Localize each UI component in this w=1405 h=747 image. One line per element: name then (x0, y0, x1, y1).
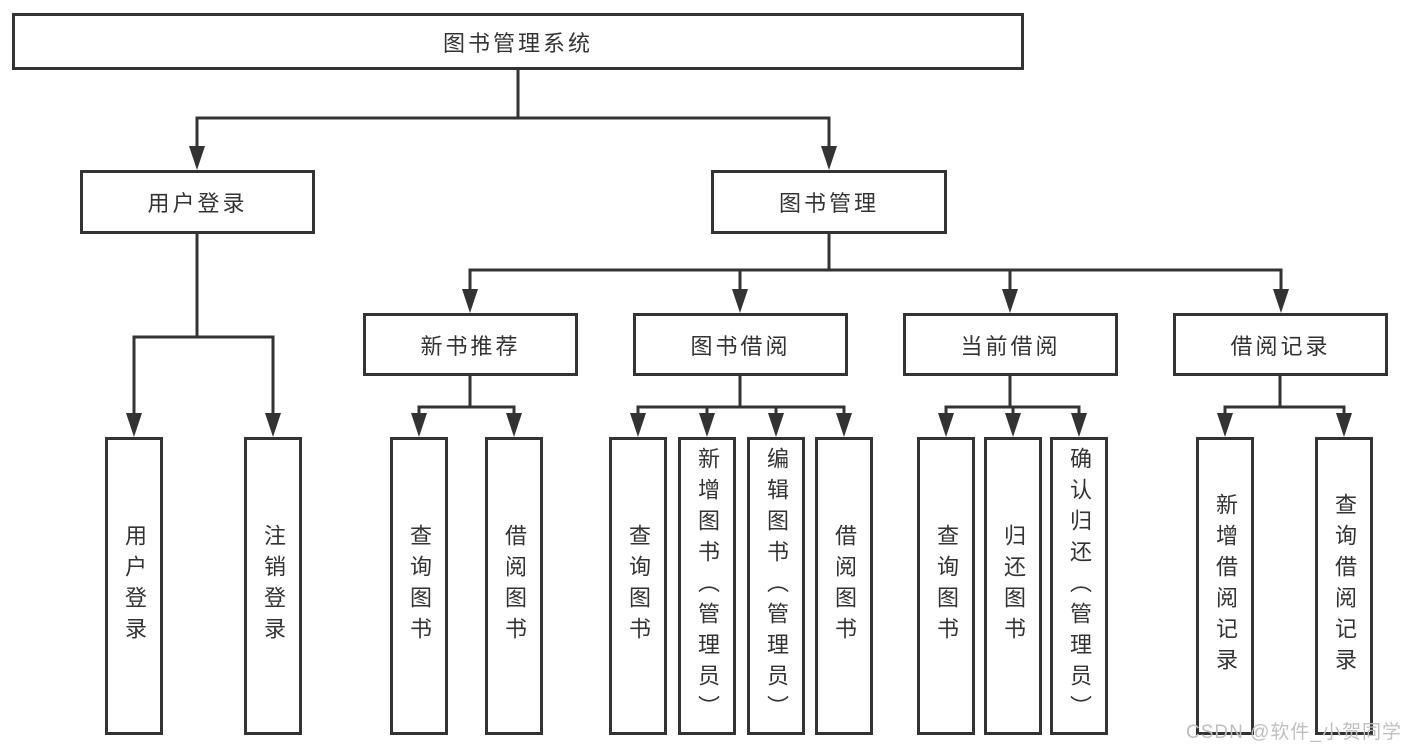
leaf-edit-books-admin: 编辑图书（管理员） (747, 437, 805, 735)
arrowhead (821, 146, 837, 170)
leaf-user-login: 用户登录 (105, 437, 163, 735)
node-borrow-records: 借阅记录 (1173, 313, 1388, 376)
node-library-management-system: 图书管理系统 (12, 13, 1024, 70)
arrowhead (1336, 413, 1352, 437)
csdn-watermark: CSDN @软件_小贺同学 (1186, 722, 1402, 743)
leaf-borrow-books-recommend: 借阅图书 (485, 437, 543, 735)
arrowhead (699, 413, 715, 437)
connector-book-borrow-to-leaves (630, 374, 852, 437)
arrowhead (768, 413, 784, 437)
arrowhead (630, 413, 646, 437)
arrowhead (836, 413, 852, 437)
connector-borrow-records-to-leaves (1217, 374, 1352, 437)
leaf-return-books: 归还图书 (984, 437, 1042, 735)
node-current-borrow: 当前借阅 (903, 313, 1118, 376)
connector-book-management-to-level3 (462, 232, 1289, 313)
node-book-management: 图书管理 (711, 170, 947, 234)
arrowhead (1002, 289, 1018, 313)
node-new-book-recommend: 新书推荐 (363, 313, 578, 376)
leaf-confirm-return-admin: 确认归还（管理员） (1050, 437, 1108, 735)
connector-root-to-level2 (189, 68, 837, 170)
arrowhead (1071, 413, 1087, 437)
arrowhead (411, 413, 427, 437)
connector-user-login-to-leaves (126, 232, 281, 437)
arrowhead (265, 413, 281, 437)
leaf-query-books-recommend: 查询图书 (390, 437, 448, 735)
leaf-borrow-books: 借阅图书 (815, 437, 873, 735)
leaf-query-books-borrow: 查询图书 (609, 437, 667, 735)
leaf-logout: 注销登录 (244, 437, 302, 735)
connector-new-book-recommend-to-leaves (411, 374, 522, 437)
arrowhead (126, 413, 142, 437)
arrowhead (462, 289, 478, 313)
arrowhead (1005, 413, 1021, 437)
leaf-add-books-admin: 新增图书（管理员） (678, 437, 736, 735)
arrowhead (1273, 289, 1289, 313)
arrowhead (1217, 413, 1233, 437)
arrowhead (938, 413, 954, 437)
leaf-query-books-current: 查询图书 (917, 437, 975, 735)
arrowhead (506, 413, 522, 437)
node-user-login: 用户登录 (80, 170, 315, 234)
leaf-query-borrow-record: 查询借阅记录 (1315, 437, 1373, 735)
leaf-add-borrow-record: 新增借阅记录 (1196, 437, 1254, 735)
connector-current-borrow-to-leaves (938, 374, 1087, 437)
arrowhead (732, 289, 748, 313)
arrowhead (189, 146, 205, 170)
node-book-borrow: 图书借阅 (633, 313, 848, 376)
